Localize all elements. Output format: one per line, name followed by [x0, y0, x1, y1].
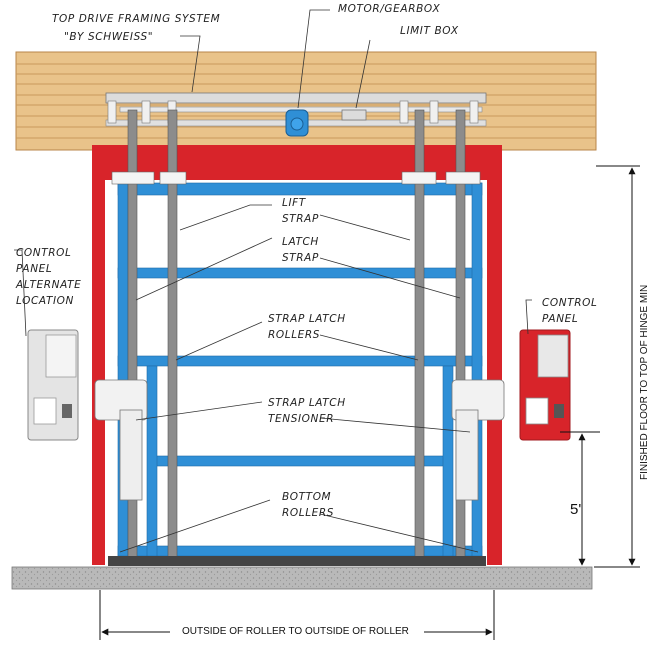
label-lift-1: LIFT	[282, 197, 307, 209]
label-control-panel-1: CONTROL	[542, 297, 597, 309]
blue-door-frame	[117, 182, 483, 557]
label-control-alt-2: PANEL	[16, 263, 52, 275]
label-limit-box: LIMIT BOX	[400, 25, 459, 37]
label-latch-rollers-2: ROLLERS	[268, 329, 320, 341]
control-panel-icon	[519, 329, 571, 441]
five-foot-label: 5'	[570, 501, 581, 518]
height-label: FINISHED FLOOR TO TOP OF HINGE MIN	[639, 285, 650, 480]
callout-leaders	[14, 9, 532, 553]
height-dimension	[560, 165, 640, 568]
width-label: OUTSIDE OF ROLLER TO OUTSIDE OF ROLLER	[182, 626, 409, 637]
concrete-floor	[11, 556, 593, 590]
label-top-drive: TOP DRIVE FRAMING SYSTEM	[52, 13, 220, 25]
motor-gearbox-icon	[285, 109, 309, 137]
limit-box-icon	[341, 109, 367, 121]
label-control-panel-2: PANEL	[542, 313, 578, 325]
label-bottom-rollers-2: ROLLERS	[282, 507, 334, 519]
label-bottom-rollers-1: BOTTOM	[282, 491, 331, 503]
label-latch-rollers-1: STRAP LATCH	[268, 313, 346, 325]
control-panel-alternate-icon	[27, 329, 79, 441]
right-latch-assembly	[451, 379, 505, 501]
label-lift-2: STRAP	[282, 213, 319, 225]
width-label-bg	[170, 624, 424, 638]
label-by-schweiss: "BY SCHWEISS"	[64, 31, 153, 43]
label-tensioner-2: TENSIONER	[268, 413, 334, 425]
label-control-alt-3: ALTERNATE	[15, 279, 81, 291]
label-tensioner-1: STRAP LATCH	[268, 397, 346, 409]
left-latch-assembly	[94, 379, 148, 501]
strap-brackets	[111, 171, 481, 185]
label-control-alt-4: LOCATION	[16, 295, 74, 307]
label-motor-gearbox: MOTOR/GEARBOX	[338, 3, 440, 15]
label-latch-strap-2: STRAP	[282, 252, 319, 264]
label-control-alt-1: CONTROL	[16, 247, 71, 259]
label-latch-strap-1: LATCH	[282, 236, 319, 248]
